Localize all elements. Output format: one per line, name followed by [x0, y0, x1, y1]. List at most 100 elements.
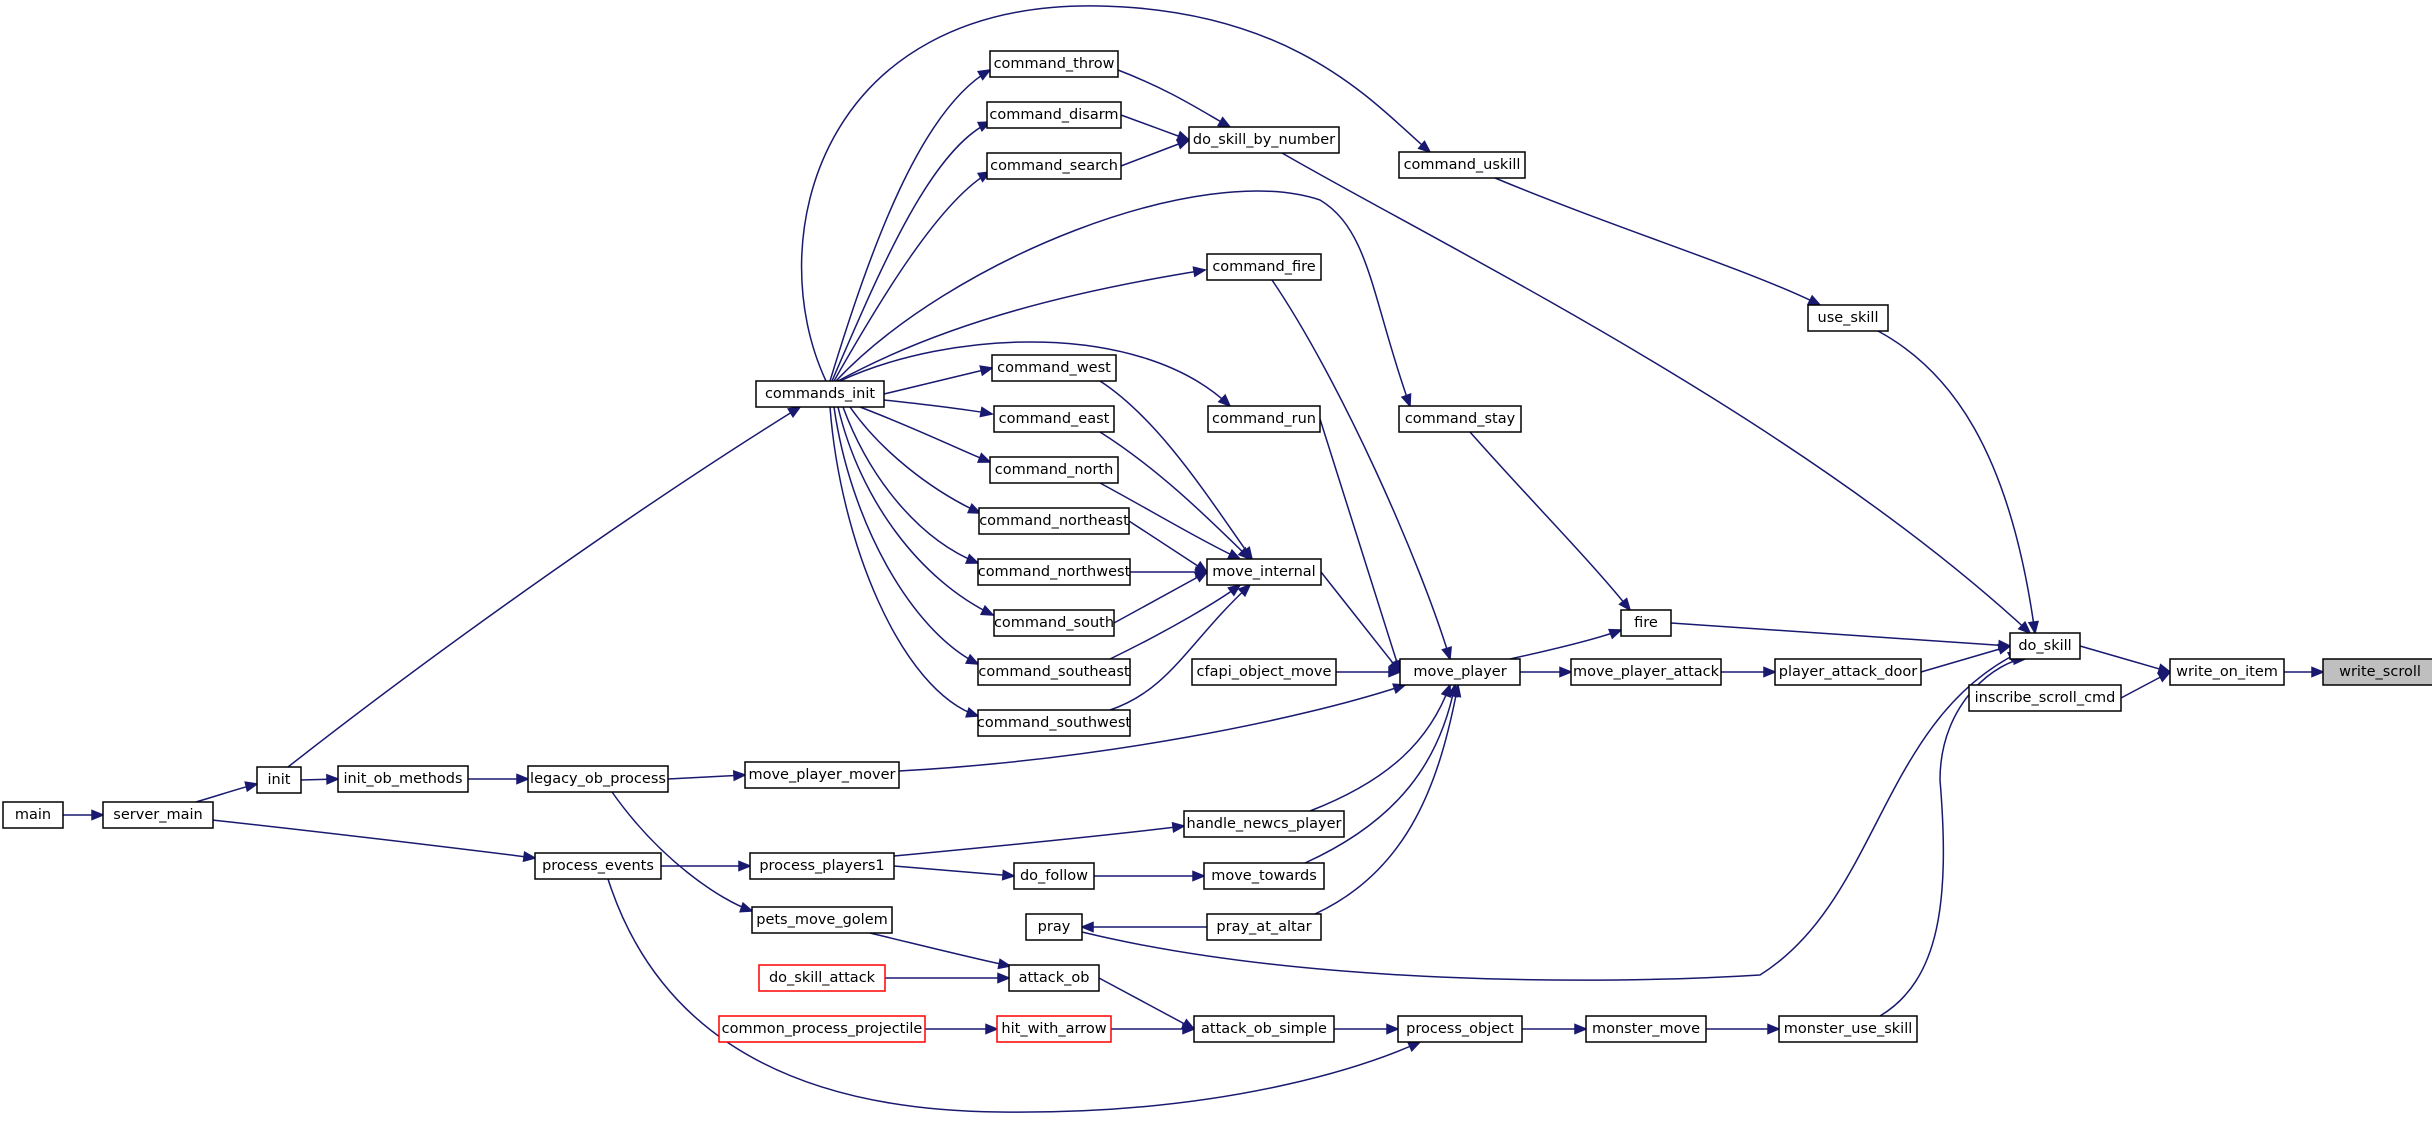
node-pray_at_altar[interactable]: pray_at_altar	[1206, 913, 1322, 941]
node-cfapi_object_move[interactable]: cfapi_object_move	[1191, 658, 1337, 686]
node-box[interactable]	[1399, 658, 1521, 686]
node-command_fire[interactable]: command_fire	[1206, 253, 1322, 281]
node-command_southwest[interactable]: command_southwest	[977, 709, 1131, 737]
node-box[interactable]	[1206, 253, 1322, 281]
node-pray[interactable]: pray	[1025, 913, 1083, 941]
node-command_south[interactable]: command_south	[993, 609, 1115, 637]
node-box[interactable]	[986, 101, 1122, 129]
node-command_west[interactable]: command_west	[991, 354, 1117, 382]
node-monster_use_skill[interactable]: monster_use_skill	[1778, 1015, 1918, 1043]
node-move_player_attack[interactable]: move_player_attack	[1570, 658, 1722, 686]
node-command_east[interactable]: command_east	[993, 405, 1115, 433]
node-box[interactable]	[1968, 684, 2122, 712]
node-box[interactable]	[1778, 1015, 1918, 1043]
node-command_northwest[interactable]: command_northwest	[977, 558, 1131, 586]
node-command_southeast[interactable]: command_southeast	[977, 658, 1131, 686]
node-box[interactable]	[978, 507, 1130, 535]
node-player_attack_door[interactable]: player_attack_door	[1774, 658, 1922, 686]
node-box[interactable]	[977, 709, 1131, 737]
node-box[interactable]	[977, 658, 1131, 686]
node-use_skill[interactable]: use_skill	[1807, 304, 1889, 332]
node-box[interactable]	[996, 1015, 1112, 1043]
node-box[interactable]	[991, 354, 1117, 382]
node-box[interactable]	[534, 852, 662, 880]
node-box[interactable]	[1398, 151, 1526, 179]
node-box[interactable]	[1398, 405, 1522, 433]
node-box[interactable]	[1191, 658, 1337, 686]
node-init_ob_methods[interactable]: init_ob_methods	[337, 765, 469, 793]
node-box[interactable]	[1193, 1015, 1335, 1043]
node-move_player_mover[interactable]: move_player_mover	[744, 761, 900, 789]
node-process_object[interactable]: process_object	[1397, 1015, 1523, 1043]
node-do_skill_by_number[interactable]: do_skill_by_number	[1188, 126, 1340, 154]
node-do_skill_attack[interactable]: do_skill_attack	[758, 964, 886, 992]
node-box[interactable]	[102, 801, 214, 829]
node-common_process_projectile[interactable]: common_process_projectile	[718, 1015, 926, 1043]
node-box[interactable]	[993, 405, 1115, 433]
node-box[interactable]	[986, 152, 1122, 180]
node-command_northeast[interactable]: command_northeast	[978, 507, 1130, 535]
node-box[interactable]	[1207, 405, 1321, 433]
node-box[interactable]	[2169, 658, 2285, 686]
node-box[interactable]	[2322, 658, 2432, 686]
node-fire[interactable]: fire	[1620, 609, 1672, 637]
node-commands_init[interactable]: commands_init	[755, 380, 885, 408]
node-legacy_ob_process[interactable]: legacy_ob_process	[527, 765, 669, 793]
node-box[interactable]	[1585, 1015, 1707, 1043]
node-box[interactable]	[744, 761, 900, 789]
node-box[interactable]	[989, 50, 1119, 78]
node-do_follow[interactable]: do_follow	[1013, 862, 1095, 890]
node-box[interactable]	[1570, 658, 1722, 686]
node-inscribe_scroll_cmd[interactable]: inscribe_scroll_cmd	[1968, 684, 2122, 712]
node-box[interactable]	[1206, 913, 1322, 941]
node-command_run[interactable]: command_run	[1207, 405, 1321, 433]
node-write_on_item[interactable]: write_on_item	[2169, 658, 2285, 686]
node-box[interactable]	[749, 852, 895, 880]
node-command_uskill[interactable]: command_uskill	[1398, 151, 1526, 179]
node-do_skill[interactable]: do_skill	[2009, 632, 2081, 660]
node-command_disarm[interactable]: command_disarm	[986, 101, 1122, 129]
node-box[interactable]	[1397, 1015, 1523, 1043]
node-box[interactable]	[1183, 810, 1345, 838]
node-pets_move_golem[interactable]: pets_move_golem	[751, 906, 893, 934]
node-server_main[interactable]: server_main	[102, 801, 214, 829]
node-box[interactable]	[1620, 609, 1672, 637]
node-handle_newcs_player[interactable]: handle_newcs_player	[1183, 810, 1345, 838]
node-hit_with_arrow[interactable]: hit_with_arrow	[996, 1015, 1112, 1043]
node-box[interactable]	[2009, 632, 2081, 660]
node-attack_ob[interactable]: attack_ob	[1008, 964, 1100, 992]
node-attack_ob_simple[interactable]: attack_ob_simple	[1193, 1015, 1335, 1043]
node-box[interactable]	[1774, 658, 1922, 686]
node-init[interactable]: init	[256, 766, 302, 794]
node-box[interactable]	[1188, 126, 1340, 154]
node-write_scroll[interactable]: write_scroll	[2322, 658, 2432, 686]
node-process_events[interactable]: process_events	[534, 852, 662, 880]
node-process_players1[interactable]: process_players1	[749, 852, 895, 880]
node-box[interactable]	[751, 906, 893, 934]
node-box[interactable]	[718, 1015, 926, 1043]
node-box[interactable]	[1203, 862, 1325, 890]
node-command_search[interactable]: command_search	[986, 152, 1122, 180]
node-command_throw[interactable]: command_throw	[989, 50, 1119, 78]
node-box[interactable]	[758, 964, 886, 992]
node-box[interactable]	[256, 766, 302, 794]
node-command_stay[interactable]: command_stay	[1398, 405, 1522, 433]
node-move_towards[interactable]: move_towards	[1203, 862, 1325, 890]
node-box[interactable]	[1206, 558, 1322, 586]
node-box[interactable]	[337, 765, 469, 793]
node-move_player[interactable]: move_player	[1399, 658, 1521, 686]
node-box[interactable]	[527, 765, 669, 793]
node-box[interactable]	[993, 609, 1115, 637]
node-box[interactable]	[755, 380, 885, 408]
node-box[interactable]	[1025, 913, 1083, 941]
node-main[interactable]: main	[2, 801, 64, 829]
node-move_internal[interactable]: move_internal	[1206, 558, 1322, 586]
node-box[interactable]	[1807, 304, 1889, 332]
node-box[interactable]	[977, 558, 1131, 586]
node-box[interactable]	[989, 456, 1119, 484]
node-monster_move[interactable]: monster_move	[1585, 1015, 1707, 1043]
node-box[interactable]	[1013, 862, 1095, 890]
node-box[interactable]	[2, 801, 64, 829]
node-command_north[interactable]: command_north	[989, 456, 1119, 484]
node-box[interactable]	[1008, 964, 1100, 992]
